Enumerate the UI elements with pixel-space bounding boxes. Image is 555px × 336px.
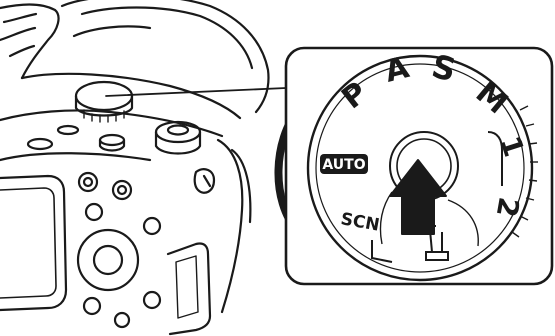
dial-closeup: P A S M 1 2 AUTO SCN [286,47,552,284]
mode-auto-badge: AUTO [320,154,368,174]
camera-body [0,0,286,334]
mode-label-auto: AUTO [322,157,365,173]
